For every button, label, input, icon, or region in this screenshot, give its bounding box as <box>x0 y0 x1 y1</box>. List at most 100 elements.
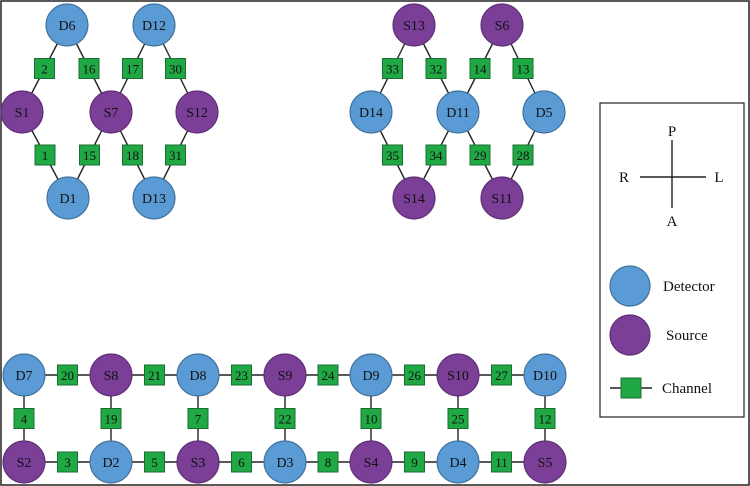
source-label: S8 <box>104 369 119 384</box>
channel-number: 3 <box>64 455 71 470</box>
source-label: S5 <box>538 456 553 471</box>
channel-27: 27 <box>491 364 512 386</box>
channel-number: 21 <box>148 368 161 383</box>
detector-circle <box>46 176 90 220</box>
detector-circle <box>176 353 220 397</box>
detector-d2: D2 <box>89 440 133 484</box>
channel-square <box>360 408 382 429</box>
detector-d5: D5 <box>522 90 566 134</box>
detector-label: D12 <box>142 19 166 34</box>
source-label: S11 <box>491 192 512 207</box>
channel-square <box>144 451 165 473</box>
channel-number: 19 <box>105 412 118 427</box>
detector-d12: D12 <box>132 3 176 47</box>
legend-detector-label: Detector <box>663 279 715 295</box>
source-s2: S2 <box>2 440 46 484</box>
source-circle <box>175 90 219 134</box>
detector-circle <box>349 353 393 397</box>
source-s9: S9 <box>263 353 307 397</box>
channel-square <box>57 451 78 473</box>
channel-square <box>122 58 143 79</box>
source-label: S13 <box>403 19 425 34</box>
channel-square <box>78 58 100 79</box>
channel-number: 6 <box>238 455 245 470</box>
channel-square <box>404 364 425 386</box>
legend-detector-swatch <box>609 265 651 307</box>
source-label: S6 <box>495 19 510 34</box>
channel-square <box>447 408 469 429</box>
channel-7: 7 <box>187 408 209 429</box>
channel-number: 8 <box>325 455 332 470</box>
channel-number: 4 <box>21 412 28 427</box>
source-s6: S6 <box>480 3 524 47</box>
detector-label: D4 <box>449 456 466 471</box>
source-s13: S13 <box>392 3 436 47</box>
channel-number: 35 <box>386 148 399 163</box>
channel-number: 28 <box>517 148 530 163</box>
channel-square <box>79 144 100 166</box>
channel-number: 30 <box>169 62 182 77</box>
channel-number: 24 <box>322 368 336 383</box>
source-circle <box>436 353 480 397</box>
source-circle <box>349 440 393 484</box>
detector-label: D14 <box>359 106 383 121</box>
detector-circle <box>89 440 133 484</box>
channel-square <box>13 408 35 429</box>
source-s7: S7 <box>89 90 133 134</box>
legend-source-entry: Source <box>609 314 708 356</box>
source-circle <box>2 440 46 484</box>
channel-11: 11 <box>491 451 512 473</box>
channel-6: 6 <box>231 451 252 473</box>
channel-number: 33 <box>386 62 399 77</box>
channel-13: 13 <box>512 58 534 79</box>
detector-circle <box>263 440 307 484</box>
channel-square <box>274 408 296 429</box>
source-s4: S4 <box>349 440 393 484</box>
channel-9: 9 <box>404 451 425 473</box>
legend-detector-entry: Detector <box>609 265 715 307</box>
detector-d6: D6 <box>45 3 89 47</box>
channel-number: 11 <box>495 455 508 470</box>
legend-source-swatch <box>609 314 651 356</box>
detector-label: D11 <box>446 106 470 121</box>
channel-square <box>34 58 55 79</box>
channel-number: 10 <box>365 412 378 427</box>
channel-32: 32 <box>425 58 447 79</box>
channel-number: 9 <box>411 455 418 470</box>
source-circle <box>523 440 567 484</box>
channel-number: 32 <box>430 62 443 77</box>
channel-square <box>317 451 339 473</box>
channel-square <box>122 144 143 166</box>
detector-label: D2 <box>102 456 119 471</box>
detector-label: D13 <box>142 192 166 207</box>
detector-label: D1 <box>59 192 76 207</box>
compass-posterior-label: P <box>668 124 676 140</box>
detector-label: D7 <box>15 369 32 384</box>
detector-circle <box>349 90 393 134</box>
detector-circle <box>436 440 480 484</box>
compass: P A R L <box>619 124 724 230</box>
channel-square <box>491 451 512 473</box>
channel-number: 12 <box>539 412 552 427</box>
channel-8: 8 <box>317 451 339 473</box>
channel-29: 29 <box>469 144 491 166</box>
source-s3: S3 <box>176 440 220 484</box>
source-circle <box>89 353 133 397</box>
source-circle <box>89 90 133 134</box>
channel-number: 13 <box>517 62 530 77</box>
channel-25: 25 <box>447 408 469 429</box>
detector-label: D6 <box>58 19 75 34</box>
channel-30: 30 <box>165 58 186 79</box>
source-s12: S12 <box>175 90 219 134</box>
detector-d11: D11 <box>436 90 480 134</box>
detector-label: D9 <box>362 369 379 384</box>
channel-26: 26 <box>404 364 425 386</box>
detector-label: D8 <box>189 369 206 384</box>
channel-10: 10 <box>360 408 382 429</box>
channel-square <box>165 144 186 166</box>
detector-d4: D4 <box>436 440 480 484</box>
source-label: S1 <box>15 106 30 121</box>
channel-square <box>144 364 165 386</box>
